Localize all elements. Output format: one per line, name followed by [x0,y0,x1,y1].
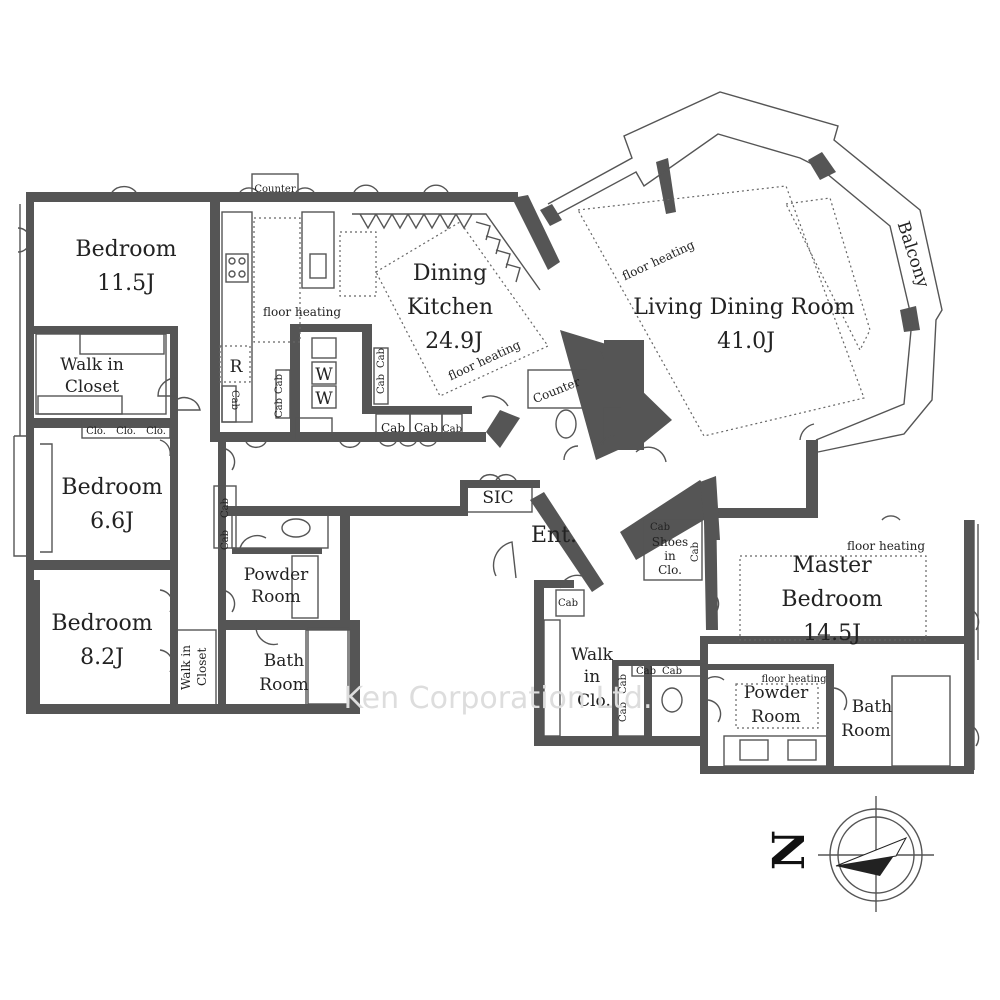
powder-b-line2: Room [751,707,800,727]
cab-label: Cab [376,374,387,394]
cab-label: Cab [381,421,405,435]
cab-label: Cab [650,522,670,533]
cab-label: Cab [220,530,231,550]
bedroom-a-name: Bedroom [75,237,176,262]
counter-mid-label: Counter [531,374,582,406]
walls [26,152,974,774]
cab-label: Cab [662,666,682,677]
watermark: Ken Corporation Ltd. [344,681,653,716]
ldr-size: 41.0J [717,329,775,354]
master-size: 14.5J [803,621,861,646]
cab-label: Cab [618,674,629,694]
bedroom-c-size: 8.2J [80,645,124,670]
floor-heating-powder-label: floor heating [761,674,827,685]
wic-b-line1: Walk in [179,645,193,690]
toilet-icon [281,518,311,538]
shoes-line1: Shoes [652,535,688,549]
cab-label: Cab [618,702,629,722]
sic-label: SIC [482,488,513,508]
floor-heating-kitchen-label: floor heating [263,305,341,319]
wic-a-line2: Closet [65,377,119,397]
bath-b-line2: Room [841,721,890,741]
dk-line2: Kitchen [407,295,493,320]
stove-icon [225,253,249,283]
wic-c-line2: in [584,667,600,687]
cab-label: Cab [376,348,387,368]
compass-rose-icon [818,796,934,912]
cab-label: Cab [558,598,578,609]
bedroom-a-size: 11.5J [97,271,155,296]
door-swings [17,184,980,747]
washer-label-2: W [315,389,333,409]
shoes-line3: Clo. [658,563,682,577]
wic-c-line1: Walk [571,645,614,665]
floor-heating-living-label: floor heating [620,237,697,283]
room-labels: Bedroom 11.5J Walk in Closet Clo. Clo. C… [51,237,892,741]
floor-heating-zones [219,185,927,729]
powder-b-line1: Powder [744,683,809,703]
shoes-line2: in [664,549,676,563]
wic-b-line2: Closet [195,647,209,686]
cab-label: Cab [274,398,285,418]
ldr-name: Living Dining Room [633,295,855,320]
bathtub-icon [891,675,951,767]
north-label: N [764,830,815,870]
bath-a-line2: Room [259,675,308,695]
dk-line1: Dining [413,261,487,286]
wic-a-line1: Walk in [60,355,124,375]
clo-label-3: Clo. [146,426,166,437]
master-line2: Bedroom [781,587,882,612]
toilet-icon [661,687,683,713]
counter-top-label: Counter [254,184,295,195]
floor-heating-master-label: floor heating [847,539,925,553]
bathtub-icon [305,629,351,707]
refrigerator-label: R [230,357,244,377]
cab-label: Cab [442,424,462,435]
bedroom-b-size: 6.6J [90,509,134,534]
washer-label-1: W [315,365,333,385]
powder-a-line1: Powder [244,565,309,585]
clo-label-2: Clo. [116,426,136,437]
entrance-label: Ent. [531,523,577,548]
bedroom-b-name: Bedroom [61,475,162,500]
bedroom-c-name: Bedroom [51,611,152,636]
cab-label: Cab [220,498,231,518]
cab-label: Cab [414,421,438,435]
cab-label: Cab [636,666,656,677]
wic-c-line3: Clo. [577,691,611,711]
dk-size: 24.9J [425,329,483,354]
cab-label: Cab [229,390,240,410]
cab-label: Cab [690,542,701,562]
master-line1: Master [792,553,872,578]
clo-label-1: Clo. [86,426,106,437]
bath-a-line1: Bath [264,651,304,671]
bath-b-line1: Bath [852,697,892,717]
toilet-icon [555,409,577,439]
cab-label: Cab [274,374,285,394]
powder-a-line2: Room [251,587,300,607]
balcony-label: Balcony [893,219,933,291]
